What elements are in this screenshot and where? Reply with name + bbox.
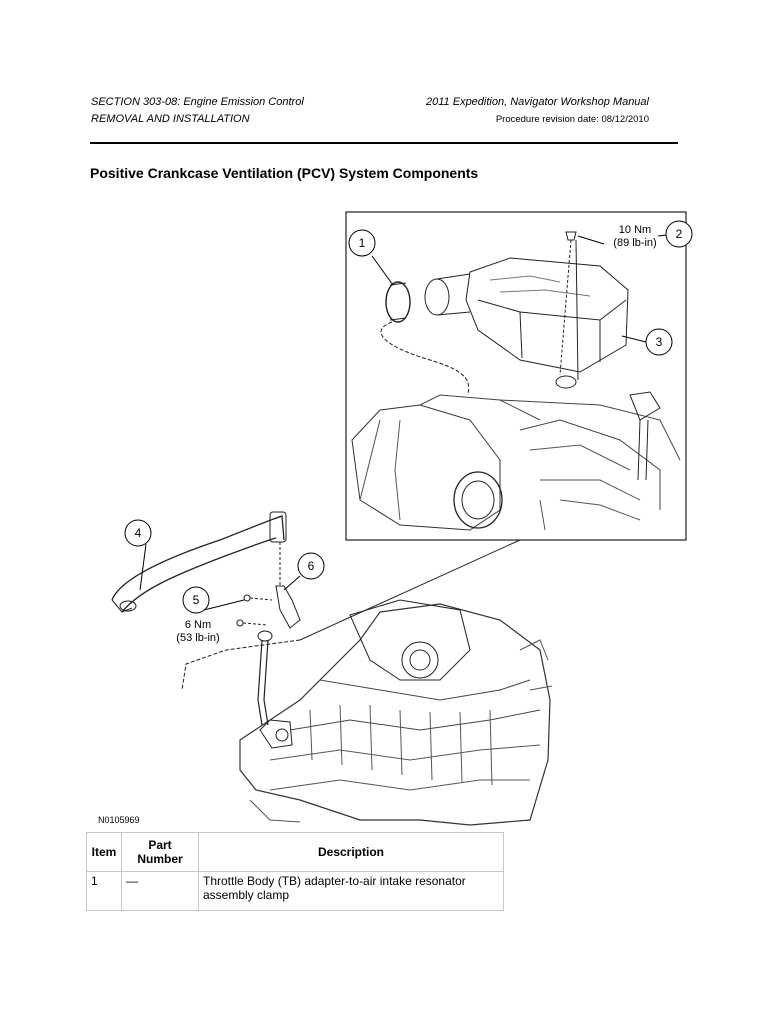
- callout-6-circle: [297, 552, 325, 580]
- torque-5-lbin: (53 lb-in): [176, 632, 219, 644]
- procedure-type: REMOVAL AND INSTALLATION: [91, 113, 250, 125]
- section-title: SECTION 303-08: Engine Emission Control: [91, 96, 304, 108]
- clamp-shape: [385, 281, 411, 323]
- col-header-description: Description: [198, 832, 504, 872]
- resonator-body: [465, 257, 629, 373]
- torque-2-lbin: (89 lb-in): [613, 237, 656, 249]
- callout-2-label: 2: [676, 227, 683, 241]
- col-header-item: Item: [86, 832, 122, 872]
- cell-item: 1: [86, 871, 122, 911]
- cell-description: Throttle Body (TB) adapter-to-air intake…: [198, 871, 504, 911]
- callout-4-label: 4: [135, 526, 142, 540]
- callout-5-label: 5: [193, 593, 200, 607]
- figure-id: N0105969: [98, 815, 140, 825]
- callout-2-circle: [665, 220, 693, 248]
- header-rule: [90, 142, 678, 144]
- parts-table: Item Part Number Description 1 — Throttl…: [86, 832, 504, 911]
- inset-frame: [345, 211, 687, 541]
- callout-5-circle: [182, 586, 210, 614]
- callout-1-label: 1: [359, 236, 366, 250]
- table-row: 1 — Throttle Body (TB) adapter-to-air in…: [86, 871, 504, 911]
- revision-date: Procedure revision date: 08/12/2010: [495, 114, 649, 125]
- table-header-row: Item Part Number Description: [86, 832, 504, 872]
- col-header-part-number: Part Number: [121, 832, 199, 872]
- callout-3-label: 3: [656, 335, 663, 349]
- callout-3-circle: [645, 328, 673, 356]
- callout-6-label: 6: [308, 559, 315, 573]
- callout-4-circle: [124, 519, 152, 547]
- callout-1-circle: [348, 229, 376, 257]
- torque-2-nm: 10 Nm: [619, 224, 651, 236]
- torque-5-nm: 6 Nm: [185, 619, 211, 631]
- manual-title: 2011 Expedition, Navigator Workshop Manu…: [426, 96, 649, 108]
- page-title: Positive Crankcase Ventilation (PCV) Sys…: [90, 165, 479, 181]
- cell-part-number: —: [121, 871, 199, 911]
